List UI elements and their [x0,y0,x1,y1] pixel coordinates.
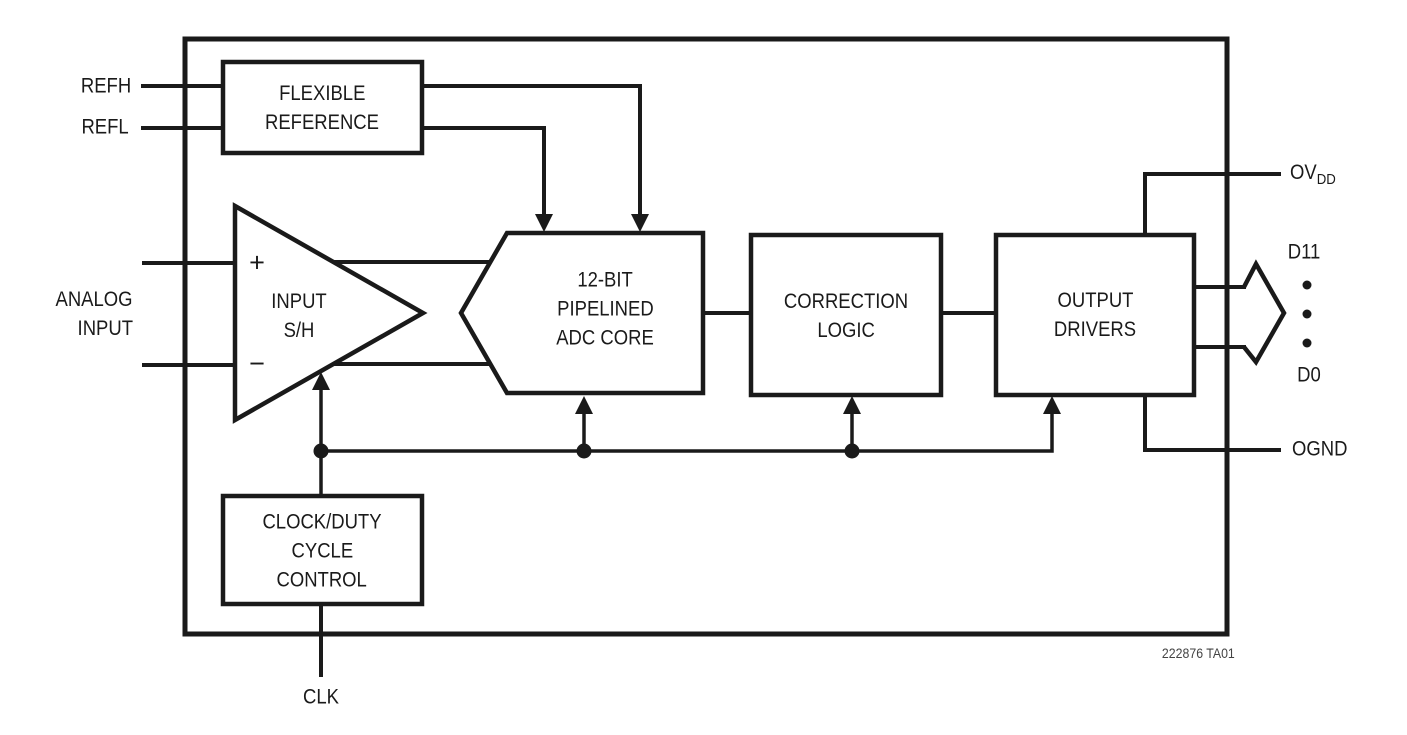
wire-ovdd [1143,172,1281,237]
clock-control-block [220,493,425,607]
pin-label-refl: REFL [81,115,129,139]
opamp-minus-sign: − [249,348,265,379]
arrowhead-ref-top [631,214,649,232]
clock-control-label: CLOCK/DUTY CYCLE CONTROL [262,510,382,592]
pin-label-refh: REFH [80,74,131,98]
pin-label-analog-input: ANALOG INPUT [55,288,133,340]
wire-ognd [1143,393,1281,452]
flexible-reference-block [220,59,425,156]
arrowhead-clock-adc [575,396,593,414]
pin-label-ognd: OGND [1292,437,1348,461]
correction-logic-block [748,232,944,398]
junction-dot-correction [844,443,860,459]
arrowhead-ref-bottom [535,214,553,232]
arrowhead-clock-drivers [1043,396,1061,414]
data-bus-dot-2 [1302,309,1312,319]
adc-core-label: 12-BIT PIPELINED ADC CORE [556,268,654,350]
wire-ref-bottom [422,126,546,216]
junction-dot-sh [313,443,329,459]
junction-dot-adc [576,443,592,459]
chip-boundary [182,36,1230,637]
arrowhead-clock-correction [843,396,861,414]
opamp-plus-sign: + [249,247,265,278]
pin-label-d0: D0 [1297,363,1321,387]
data-bus-arrow [1242,259,1287,366]
flexible-reference-label: FLEXIBLE REFERENCE [265,82,379,134]
input-sh-label: INPUT S/H [271,290,327,342]
output-drivers-block [993,232,1197,398]
wire-ref-top [422,84,642,216]
pin-label-ovdd: OVDD [1290,161,1336,188]
figure-note: 222876 TA01 [1162,645,1235,661]
wire-clock-bus [321,413,1054,453]
input-sh-triangle [232,202,428,424]
adc-core-block [458,230,706,396]
pin-label-clk: CLK [303,685,339,709]
pin-label-d11: D11 [1287,240,1321,264]
correction-logic-label: CORRECTION LOGIC [783,290,909,342]
output-drivers-label: OUTPUT DRIVERS [1053,289,1137,341]
data-bus-dot-1 [1302,280,1312,290]
data-bus-dot-3 [1302,338,1312,348]
arrowhead-clock-sh [312,372,330,390]
